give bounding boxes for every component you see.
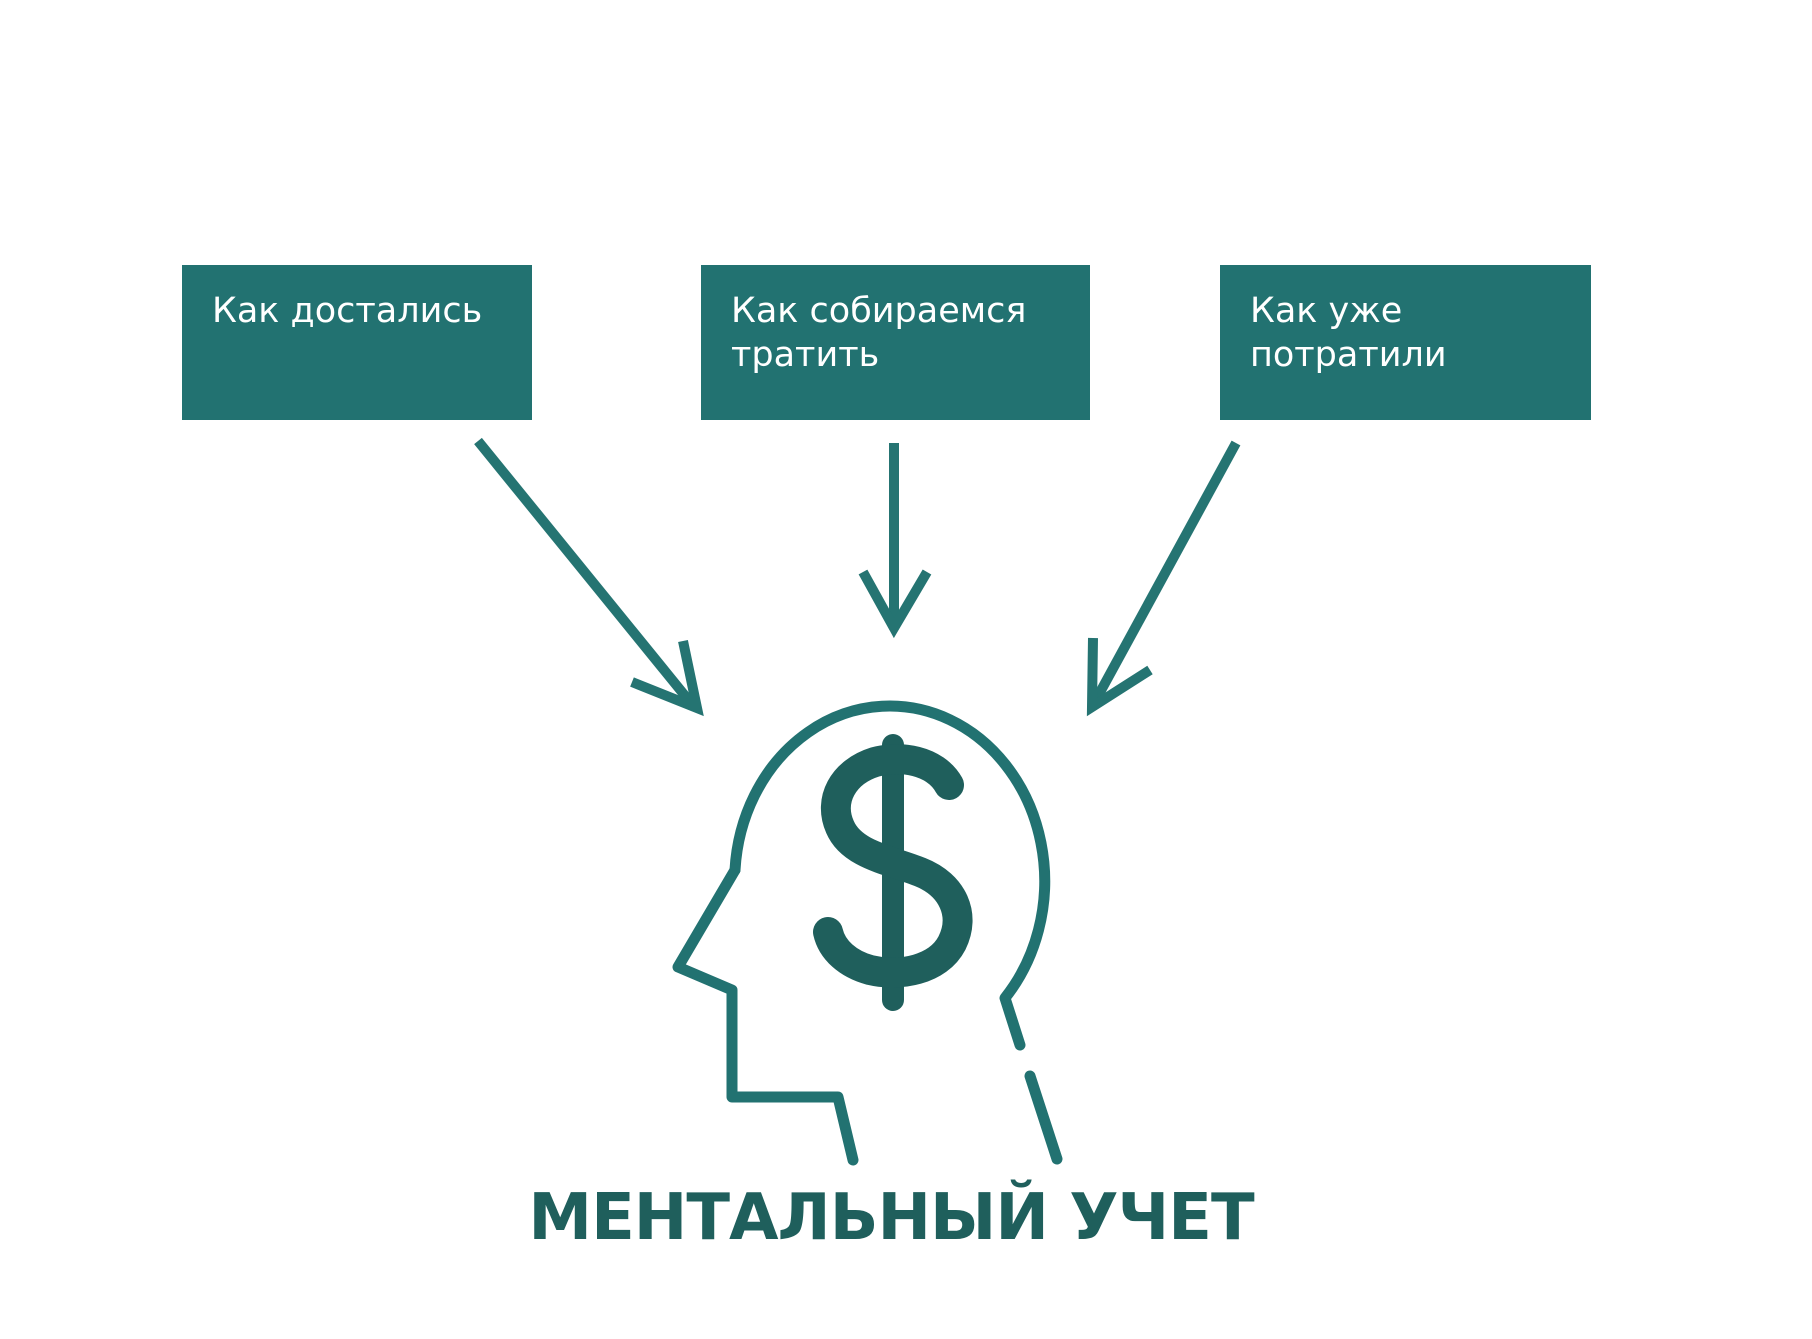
source-box-label: Как собираемся тратить — [731, 291, 1027, 375]
diagram-title: МЕНТАЛЬНЫЙ УЧЕТ — [528, 1181, 1254, 1255]
source-box-label: Как уже потратили — [1250, 291, 1447, 375]
source-box-how-obtained: Как достались — [182, 265, 532, 420]
arrow-left-icon — [474, 437, 704, 717]
head-with-dollar-icon — [672, 700, 1063, 1166]
head-outline — [729, 700, 1051, 1051]
head-profile — [672, 864, 859, 1166]
dollar-sign-icon — [813, 734, 973, 1011]
arrow-right-icon — [1086, 440, 1241, 717]
source-box-label: Как достались — [212, 291, 483, 331]
arrow-center-icon — [858, 443, 932, 639]
source-box-how-already-spent: Как уже потратили — [1220, 265, 1591, 420]
source-box-how-plan-to-spend: Как собираемся тратить — [701, 265, 1090, 420]
neck-line — [1024, 1070, 1063, 1165]
